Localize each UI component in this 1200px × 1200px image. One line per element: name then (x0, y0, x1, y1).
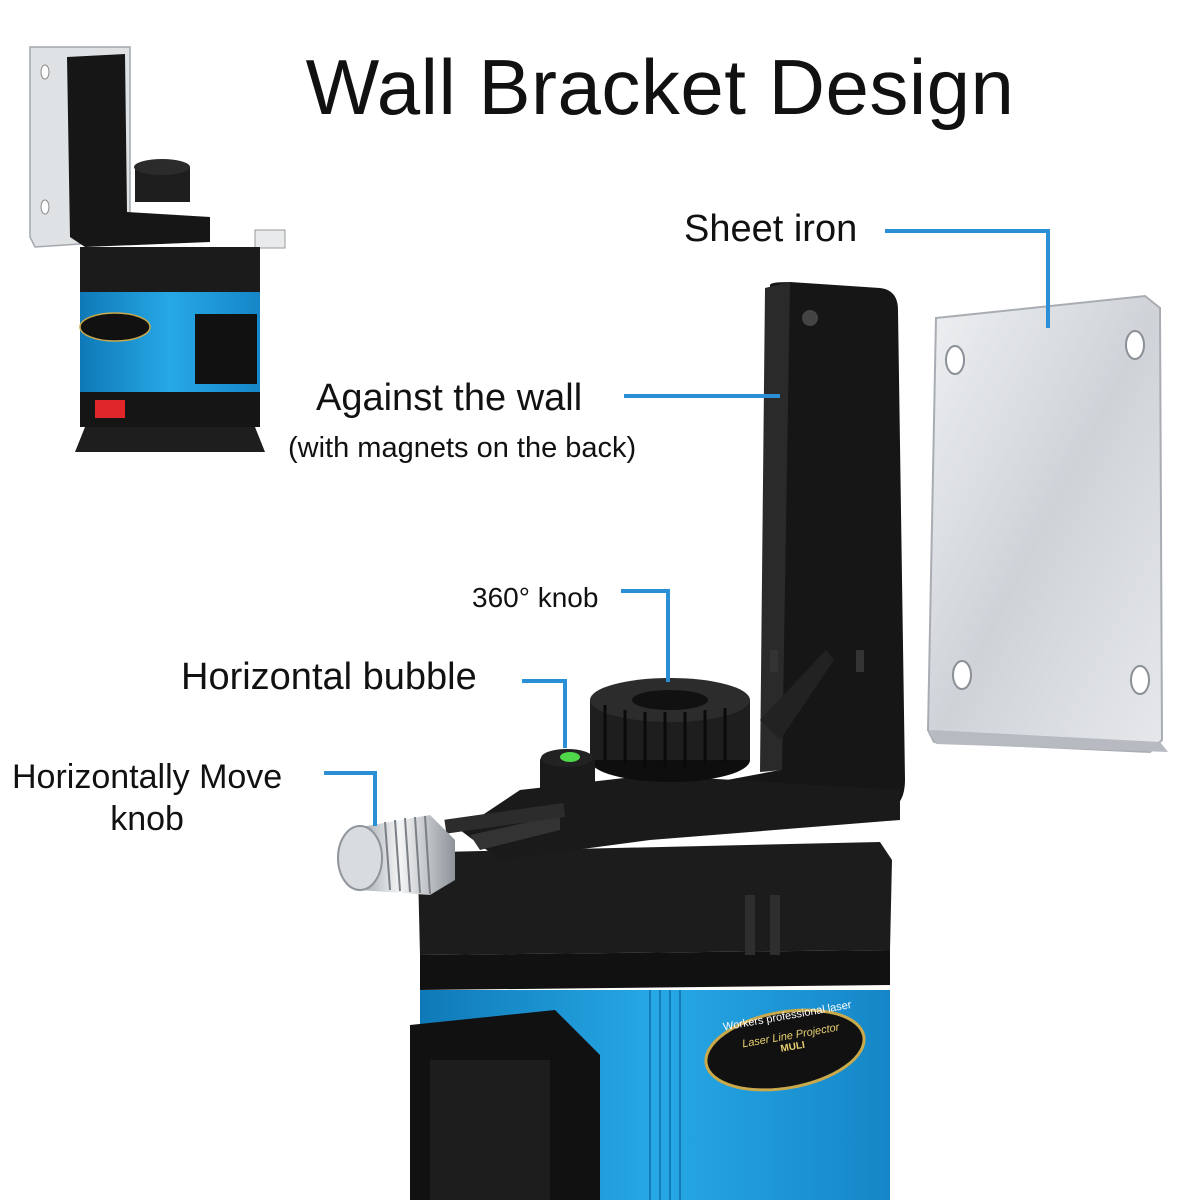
callout-line-horizontal-bubble (522, 679, 567, 748)
knob-360 (590, 678, 750, 782)
callout-line-move-knob (324, 771, 377, 826)
label-horizontal-bubble: Horizontal bubble (181, 656, 477, 698)
inset-product-photo (29, 46, 286, 452)
callout-line-sheet-iron (885, 229, 1050, 328)
label-move-knob-line2: knob (110, 800, 184, 838)
label-360-knob: 360° knob (472, 582, 599, 613)
label-move-knob-line1: Horizontally Move (12, 758, 283, 796)
page-title: Wall Bracket Design (305, 43, 1015, 131)
sheet-iron-plate (926, 294, 1168, 754)
device-blue-body (410, 990, 890, 1200)
wall-bracket (620, 282, 905, 840)
callout-line-360-knob (621, 589, 670, 682)
horizontal-move-knob (337, 815, 455, 895)
horizontal-bubble-vial (540, 749, 595, 795)
bracket-base-plate (444, 775, 900, 860)
label-sheet-iron: Sheet iron (684, 208, 858, 250)
label-horizontal-move-knob: Horizontally Move knob (12, 756, 282, 840)
label-against-wall: Against the wall (316, 377, 583, 419)
label-against-wall-note: (with magnets on the back) (288, 432, 637, 464)
device-top-housing (418, 842, 892, 990)
